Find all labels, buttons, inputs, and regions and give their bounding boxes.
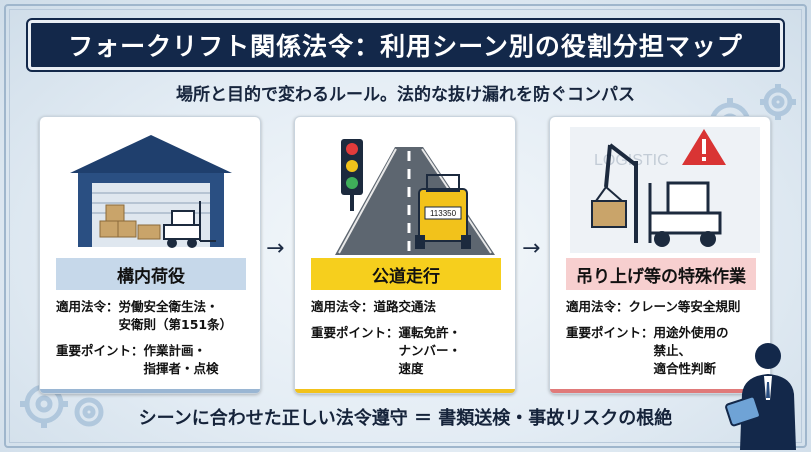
card-info: 適用法令：クレーン等安全規則 重要ポイント：用途外使用の 禁止、 適合性判断 bbox=[566, 298, 762, 386]
point-value: 用途外使用の 禁止、 適合性判断 bbox=[653, 325, 729, 376]
businessman-with-tablet-icon bbox=[725, 343, 796, 450]
crane-forklift-icon: LOGISTIC bbox=[570, 127, 760, 253]
inner-frame bbox=[9, 9, 802, 443]
page-subtitle: 場所と目的で変わるルール。法的な抜け漏れを防ぐコンパス bbox=[176, 85, 635, 105]
flow-arrow-1: → bbox=[266, 236, 285, 261]
law-key: 適用法令： bbox=[566, 299, 629, 314]
card-info: 適用法令：道路交通法 重要ポイント：運転免許・ ナンバー・ 速度 bbox=[311, 298, 507, 386]
law-key: 適用法令： bbox=[56, 299, 119, 314]
card-accent bbox=[40, 389, 260, 393]
license-plate-text: 113350 bbox=[430, 209, 457, 218]
outer-frame bbox=[4, 4, 807, 448]
card-public-road: 113350 公道走行 適用法令：道路交通法 重要ポイント：運転免許・ ナンバー… bbox=[294, 116, 516, 394]
law-key: 適用法令： bbox=[311, 299, 374, 314]
card-label: 吊り上げ等の特殊作業 bbox=[566, 258, 756, 290]
title-bar: フォークリフト関係法令：利用シーン別の役割分担マップ bbox=[28, 20, 783, 70]
card-label: 公道走行 bbox=[311, 258, 501, 290]
point-value: 作業計画・ 指揮者・点検 bbox=[143, 343, 219, 376]
card-accent bbox=[295, 389, 515, 393]
law-value: 労働安全衛生法・ 安衛則（第151条） bbox=[118, 299, 233, 332]
page-title: フォークリフト関係法令：利用シーン別の役割分担マップ bbox=[68, 32, 743, 61]
card-label: 構内荷役 bbox=[56, 258, 246, 290]
point-value: 運転免許・ ナンバー・ 速度 bbox=[398, 325, 462, 376]
point-key: 重要ポイント： bbox=[566, 325, 654, 340]
card-info: 適用法令：労働安全衛生法・ 安衛則（第151条） 重要ポイント：作業計画・ 指揮… bbox=[56, 298, 252, 386]
flow-arrow-2: → bbox=[522, 236, 541, 261]
warehouse-forklift-icon bbox=[70, 135, 232, 248]
card-special-lifting: LOGISTIC 吊り上げ等の特殊作業 適用法令：クレーン等安全規則 重要ポイン… bbox=[549, 116, 771, 394]
point-key: 重要ポイント： bbox=[56, 343, 144, 358]
bottom-conclusion: シーンに合わせた正しい法令遵守 ＝ 書類送検・事故リスクの根絶 bbox=[138, 408, 673, 429]
point-key: 重要ポイント： bbox=[311, 325, 399, 340]
road-forklift-icon: 113350 bbox=[335, 139, 495, 255]
card-accent bbox=[550, 389, 770, 393]
law-value: 道路交通法 bbox=[373, 299, 437, 314]
card-in-premises-handling: 構内荷役 適用法令：労働安全衛生法・ 安衛則（第151条） 重要ポイント：作業計… bbox=[39, 116, 261, 394]
law-value: クレーン等安全規則 bbox=[628, 299, 741, 314]
